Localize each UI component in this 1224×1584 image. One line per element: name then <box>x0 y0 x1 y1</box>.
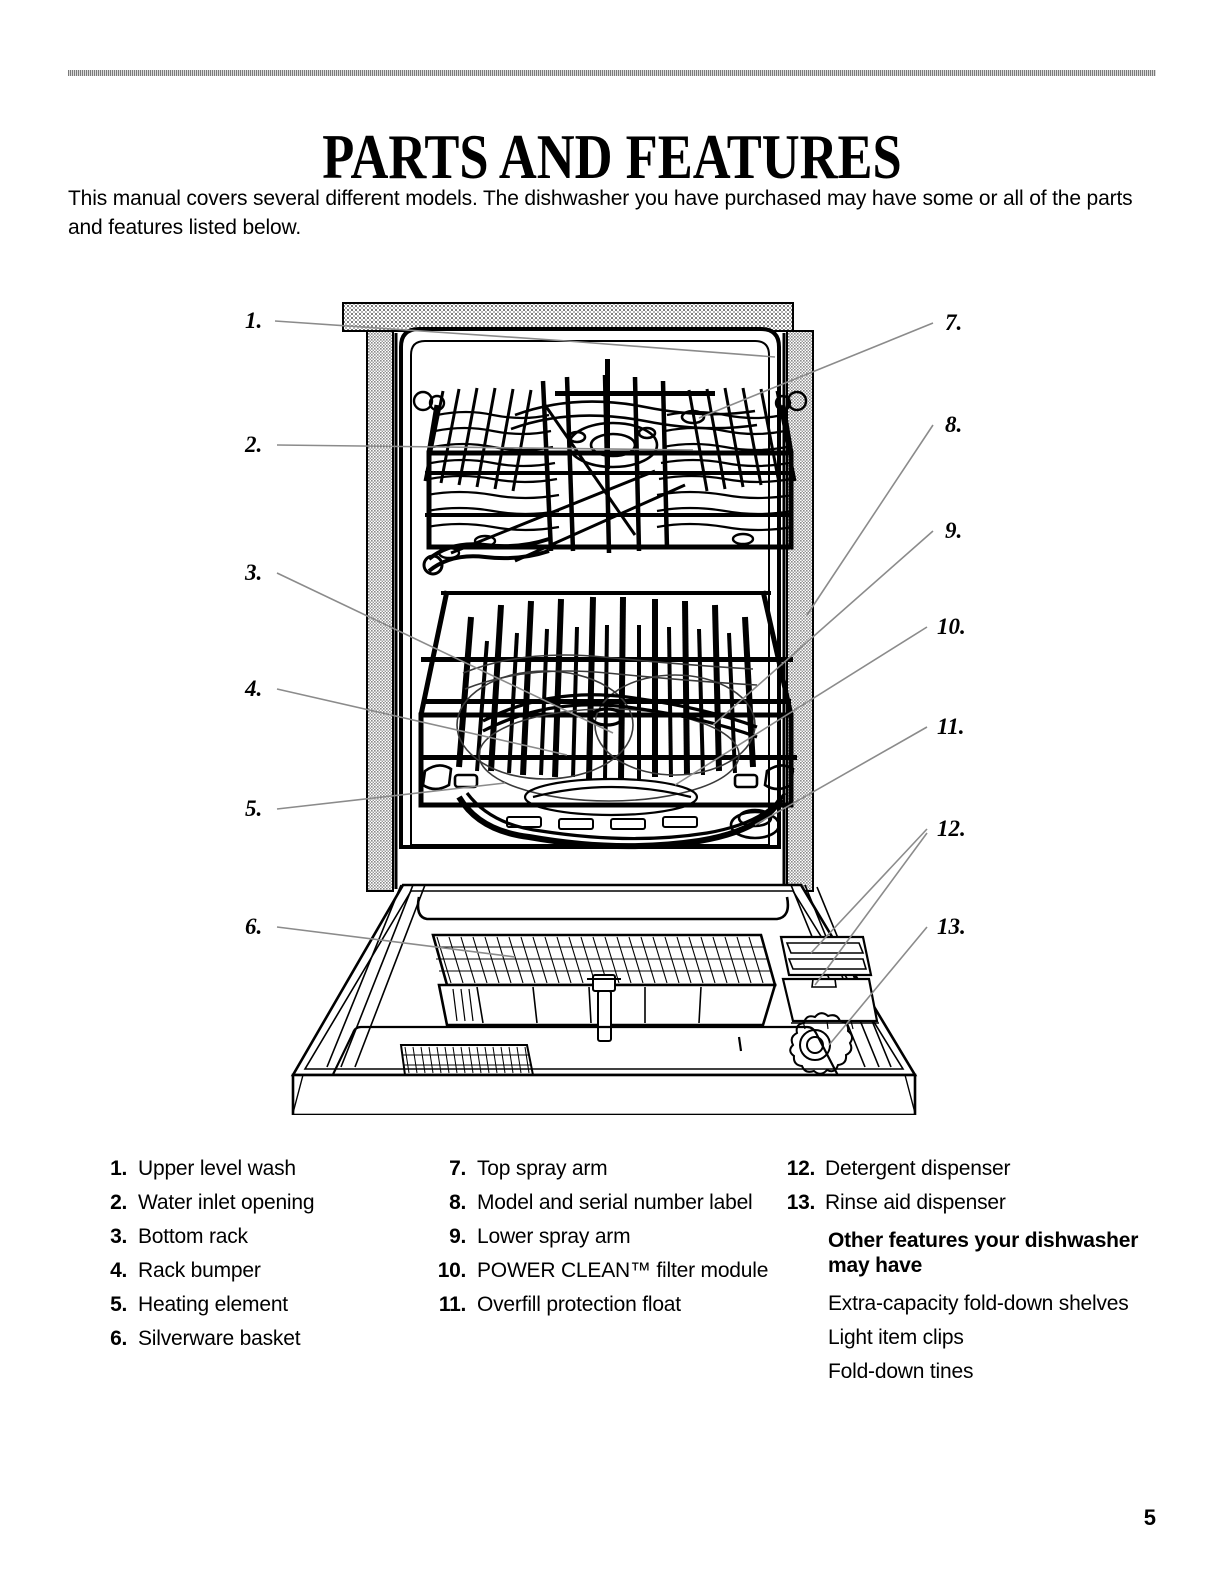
callout-leader-lines <box>274 320 934 1046</box>
list-item: 8. Model and serial number label <box>433 1186 773 1220</box>
callout-10: 10. <box>937 614 966 639</box>
item-number: 5. <box>110 1293 127 1316</box>
item-label: POWER CLEAN™ filter module <box>477 1259 769 1282</box>
item-label: Water inlet opening <box>138 1191 315 1214</box>
item-label: Model and serial number label <box>477 1191 753 1214</box>
upper-rack <box>412 359 808 576</box>
callout-8: 8. <box>945 412 962 437</box>
list-item: 1. Upper level wash <box>94 1152 418 1186</box>
item-label: Detergent dispenser <box>825 1157 1011 1180</box>
item-number: 11. <box>438 1293 466 1316</box>
list-item: 5. Heating element <box>94 1288 418 1322</box>
other-features-heading: Other features your dishwasher may have <box>828 1229 1139 1277</box>
list-item: 7. Top spray arm <box>433 1152 773 1186</box>
list-item: 9. Lower spray arm <box>433 1220 773 1254</box>
item-label: Heating element <box>138 1293 288 1316</box>
list-item: 10. POWER CLEAN™ filter module <box>433 1254 773 1288</box>
item-number: 10. <box>437 1259 467 1282</box>
list-item: 12. Detergent dispenser <box>773 1152 1158 1186</box>
callout-2: 2. <box>244 432 262 457</box>
other-feature-item: Fold-down tines <box>828 1360 974 1383</box>
item-number: 4. <box>110 1259 127 1282</box>
item-label: Overfill protection float <box>477 1293 681 1316</box>
item-number: 8. <box>449 1191 466 1214</box>
callout-9: 9. <box>945 518 962 543</box>
header-rule <box>68 70 1156 76</box>
item-number: 1. <box>110 1157 127 1180</box>
item-label: Rack bumper <box>138 1259 261 1282</box>
callout-4: 4. <box>244 676 262 701</box>
item-label: Top spray arm <box>477 1157 608 1180</box>
item-label: Silverware basket <box>138 1327 301 1350</box>
list-item: 11. Overfill protection float <box>433 1288 773 1322</box>
item-number: 7. <box>449 1157 466 1180</box>
callout-12: 12. <box>937 816 966 841</box>
parts-column-1: 1. Upper level wash 2. Water inlet openi… <box>68 1152 418 1356</box>
other-feature-item: Extra-capacity fold-down shelves <box>828 1292 1129 1315</box>
detergent-dispenser <box>779 935 879 1030</box>
callout-3: 3. <box>244 560 262 585</box>
item-label: Rinse aid dispenser <box>825 1191 1006 1214</box>
item-number: 13. <box>786 1191 816 1214</box>
callout-1: 1. <box>245 308 262 333</box>
other-feature-item: Light item clips <box>828 1326 964 1349</box>
item-label: Bottom rack <box>138 1225 248 1248</box>
parts-column-2: 7. Top spray arm 8. Model and serial num… <box>418 1152 773 1322</box>
item-number: 2. <box>110 1191 127 1214</box>
list-item: 2. Water inlet opening <box>94 1186 418 1220</box>
item-number: 6. <box>110 1327 127 1350</box>
callout-11: 11. <box>937 714 964 739</box>
page-number: 5 <box>1143 1505 1156 1530</box>
intro-paragraph: This manual covers several different mod… <box>68 187 1133 239</box>
callout-7: 7. <box>945 310 962 335</box>
item-number: 9. <box>449 1225 466 1248</box>
page-title: PARTS AND FEATURES <box>322 120 902 192</box>
dishwasher-door <box>290 883 918 1115</box>
callout-6: 6. <box>245 914 262 939</box>
silverware-basket <box>431 933 777 1042</box>
item-number: 12. <box>786 1157 816 1180</box>
item-number: 3. <box>110 1225 127 1248</box>
list-item: 6. Silverware basket <box>94 1322 418 1356</box>
callout-numbers: 1. 2. 3. 4. 5. 6. 7. 8. 9. 10. 11. 12. 1… <box>244 308 966 939</box>
list-item: 13. Rinse aid dispenser <box>773 1186 1158 1220</box>
dishwasher-diagram: 1. 2. 3. 4. 5. 6. 7. 8. 9. 10. 11. 12. 1… <box>215 285 1005 1115</box>
parts-column-3: 12. Detergent dispenser 13. Rinse aid di… <box>773 1152 1158 1389</box>
item-label: Upper level wash <box>138 1157 296 1180</box>
callout-5: 5. <box>245 796 262 821</box>
list-item: 3. Bottom rack <box>94 1220 418 1254</box>
callout-13: 13. <box>937 914 966 939</box>
parts-list: 1. Upper level wash 2. Water inlet openi… <box>68 1152 1158 1389</box>
item-label: Lower spray arm <box>477 1225 631 1248</box>
list-item: 4. Rack bumper <box>94 1254 418 1288</box>
